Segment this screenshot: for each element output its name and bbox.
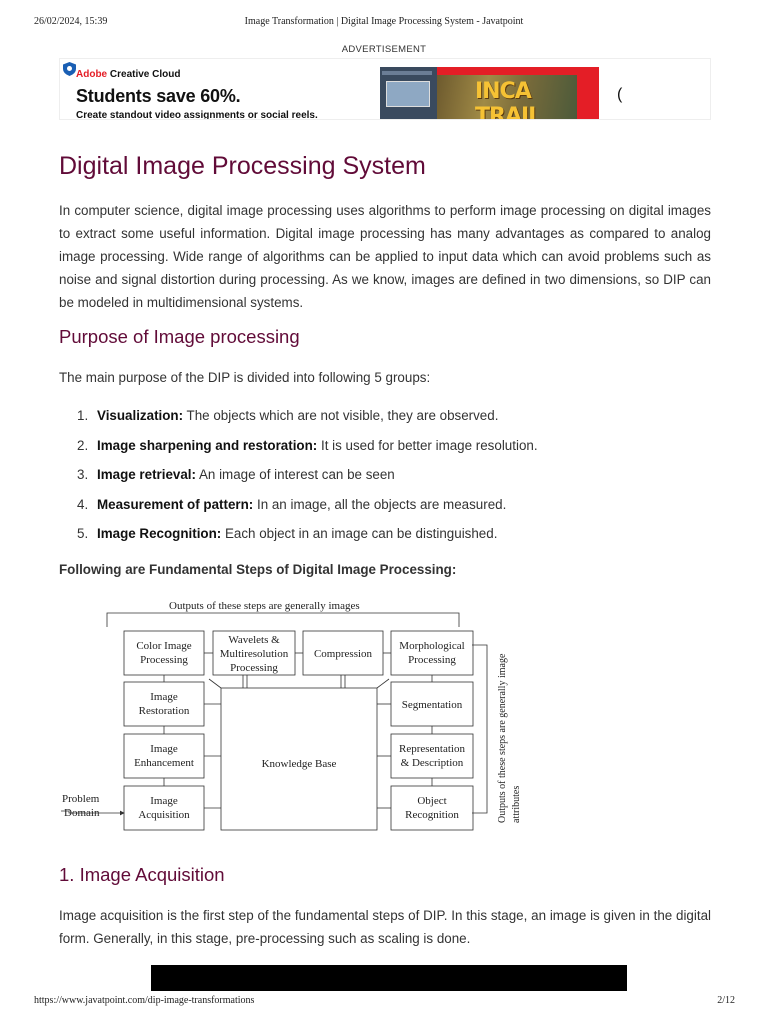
list-item: 4.Measurement of pattern: In an image, a… [77, 496, 507, 512]
list-item-desc: The objects which are not visible, they … [183, 408, 499, 423]
svg-text:Restoration: Restoration [139, 705, 190, 717]
ad-choices-icon[interactable] [63, 62, 76, 76]
intro-paragraph: In computer science, digital image proce… [59, 203, 711, 310]
svg-text:Multiresolution: Multiresolution [220, 648, 289, 660]
svg-text:Recognition: Recognition [405, 809, 459, 821]
purpose-heading: Purpose of Image processing [59, 326, 300, 347]
right-output-bracket [472, 644, 488, 814]
svg-text:Color Image: Color Image [136, 640, 191, 652]
svg-text:Image: Image [150, 795, 178, 807]
print-url: https://www.javatpoint.com/dip-image-tra… [34, 995, 255, 1006]
svg-text:Enhancement: Enhancement [134, 757, 194, 769]
list-item-term: Image retrieval: [97, 467, 196, 482]
acquisition-box [123, 785, 205, 831]
svg-text:Image: Image [150, 743, 178, 755]
ad-image[interactable]: INCA TRAIL [380, 67, 599, 120]
svg-text:Object: Object [417, 795, 446, 807]
ad-landscape-image [437, 75, 577, 119]
ad-editor-panel [380, 67, 437, 119]
svg-text:Wavelets &: Wavelets & [228, 634, 280, 646]
svg-text:Compression: Compression [314, 648, 373, 660]
restoration-box [123, 681, 205, 727]
adobe-logo-text: Adobe [76, 69, 108, 80]
svg-text:Morphological: Morphological [399, 640, 464, 652]
print-page-number: 2/12 [717, 995, 735, 1006]
list-item-term: Measurement of pattern: [97, 496, 254, 512]
purpose-lead: The main purpose of the DIP is divided i… [59, 370, 431, 385]
dip-steps-diagram: Outputs of these steps are generally ima… [59, 595, 529, 835]
list-item-desc: In an image, all the objects are measure… [253, 496, 507, 512]
print-page-title: Image Transformation | Digital Image Pro… [244, 16, 524, 27]
svg-text:Processing: Processing [408, 654, 456, 666]
list-item-desc: It is used for better image resolution. [317, 437, 538, 453]
svg-text:Processing: Processing [140, 654, 188, 666]
ad-brand-product: Creative Cloud [109, 69, 181, 80]
print-datetime: 26/02/2024, 15:39 [34, 16, 108, 27]
dip-steps-svg: Outputs of these steps are generally ima… [61, 600, 522, 831]
list-item-desc: Each object in an image can be distingui… [221, 526, 498, 541]
list-item-term: Image Recognition: [97, 526, 222, 541]
svg-text:Representation: Representation [399, 743, 465, 755]
list-item: 3.Image retrieval: An image of interest … [77, 467, 395, 482]
list-item: 5.Image Recognition: Each object in an i… [77, 526, 498, 541]
list-item-term: Image sharpening and restoration: [97, 437, 318, 453]
side-caption: Outputs of these steps are generally ima… [497, 653, 508, 823]
svg-text:& Description: & Description [401, 757, 464, 769]
list-item-term: Visualization: [97, 408, 184, 423]
color-processing-box [123, 630, 205, 676]
ad-truncated-text: ( [617, 86, 623, 103]
svg-text:Knowledge Base: Knowledge Base [262, 758, 337, 770]
representation-box [390, 733, 474, 779]
enhancement-box [123, 733, 205, 779]
advertisement-label: ADVERTISEMENT [341, 44, 427, 55]
svg-text:Processing: Processing [230, 662, 278, 674]
svg-text:Image: Image [150, 691, 178, 703]
ad-brand: Adobe Creative Cloud [76, 69, 180, 80]
knowledge-base-box [220, 687, 378, 831]
svg-text:Domain: Domain [64, 807, 100, 819]
svg-text:attributes: attributes [511, 786, 522, 823]
ad-headline: Students save 60%. [76, 86, 241, 106]
top-caption: Outputs of these steps are generally ima… [169, 600, 360, 612]
ad-visual-title: INCA TRAIL [475, 79, 542, 120]
svg-text:Segmentation: Segmentation [402, 699, 463, 711]
list-item-desc: An image of interest can be seen [196, 467, 395, 482]
advertisement-banner[interactable]: Adobe Creative Cloud Students save 60%. … [59, 58, 711, 120]
svg-text:Acquisition: Acquisition [138, 809, 190, 821]
list-item: 2.Image sharpening and restoration: It i… [77, 437, 538, 453]
svg-text:Problem: Problem [62, 793, 100, 805]
print-header: 26/02/2024, 15:39 Image Transformation |… [0, 16, 768, 30]
fundamental-steps-heading: Following are Fundamental Steps of Digit… [59, 562, 457, 577]
acquisition-paragraph: Image acquisition is the first step of t… [59, 908, 711, 946]
print-footer: https://www.javatpoint.com/dip-image-tra… [0, 995, 768, 1009]
embedded-media-bar [151, 965, 627, 991]
list-item: 1.Visualization: The objects which are n… [77, 408, 499, 423]
purpose-list: 1.Visualization: The objects which are n… [59, 404, 711, 552]
ad-subline: Create standout video assignments or soc… [76, 110, 318, 120]
top-output-bracket [106, 612, 460, 627]
morphological-box [390, 630, 474, 676]
object-recognition-box [390, 785, 474, 831]
article-title: Digital Image Processing System [59, 152, 426, 180]
acquisition-heading: 1. Image Acquisition [59, 864, 225, 885]
